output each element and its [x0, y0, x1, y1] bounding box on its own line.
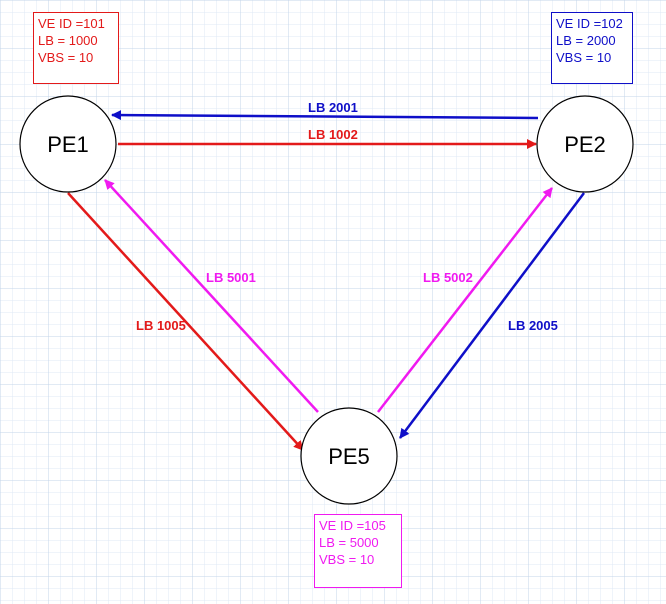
node-pe2[interactable]: PE2 — [536, 95, 634, 193]
edge-pe5-to-pe1 — [104, 179, 319, 413]
edge-label-pe1-to-pe2: LB 1002 — [308, 127, 358, 142]
edge-pe5-to-pe2 — [377, 187, 553, 413]
node-pe1-circle — [19, 95, 117, 193]
edge-label-pe2-to-pe5: LB 2005 — [508, 318, 558, 333]
edge-label-pe1-to-pe5: LB 1005 — [136, 318, 186, 333]
info-pe1-ve-id: VE ID =101 — [38, 16, 105, 31]
info-box-pe2: VE ID =102 LB = 2000 VBS = 10 — [551, 12, 633, 84]
edge-label-pe5-to-pe1: LB 5001 — [206, 270, 256, 285]
node-pe5[interactable]: PE5 — [300, 407, 398, 505]
node-pe5-label: PE5 — [328, 444, 370, 469]
node-pe1[interactable]: PE1 — [19, 95, 117, 193]
info-pe2-vbs: VBS = 10 — [556, 50, 612, 65]
info-pe5-lb: LB = 5000 — [319, 535, 379, 550]
edge-label-pe5-to-pe2: LB 5002 — [423, 270, 473, 285]
info-pe2-ve-id: VE ID =102 — [556, 16, 623, 31]
edge-label-pe2-to-pe1: LB 2001 — [308, 100, 358, 115]
node-pe1-label: PE1 — [47, 132, 89, 157]
edge-pe2-to-pe5 — [399, 192, 585, 439]
info-box-pe5: VE ID =105 LB = 5000 VBS = 10 — [314, 514, 402, 588]
node-pe2-circle — [536, 95, 634, 193]
node-pe2-label: PE2 — [564, 132, 606, 157]
edge-pe2-to-pe1 — [111, 110, 539, 121]
edge-pe1-to-pe5 — [67, 192, 304, 451]
info-pe5-vbs: VBS = 10 — [319, 552, 375, 567]
info-pe1-vbs: VBS = 10 — [38, 50, 94, 65]
info-box-pe1: VE ID =101 LB = 1000 VBS = 10 — [33, 12, 119, 84]
info-pe1-lb: LB = 1000 — [38, 33, 98, 48]
node-pe5-circle — [300, 407, 398, 505]
info-pe5-ve-id: VE ID =105 — [319, 518, 386, 533]
info-pe2-lb: LB = 2000 — [556, 33, 616, 48]
